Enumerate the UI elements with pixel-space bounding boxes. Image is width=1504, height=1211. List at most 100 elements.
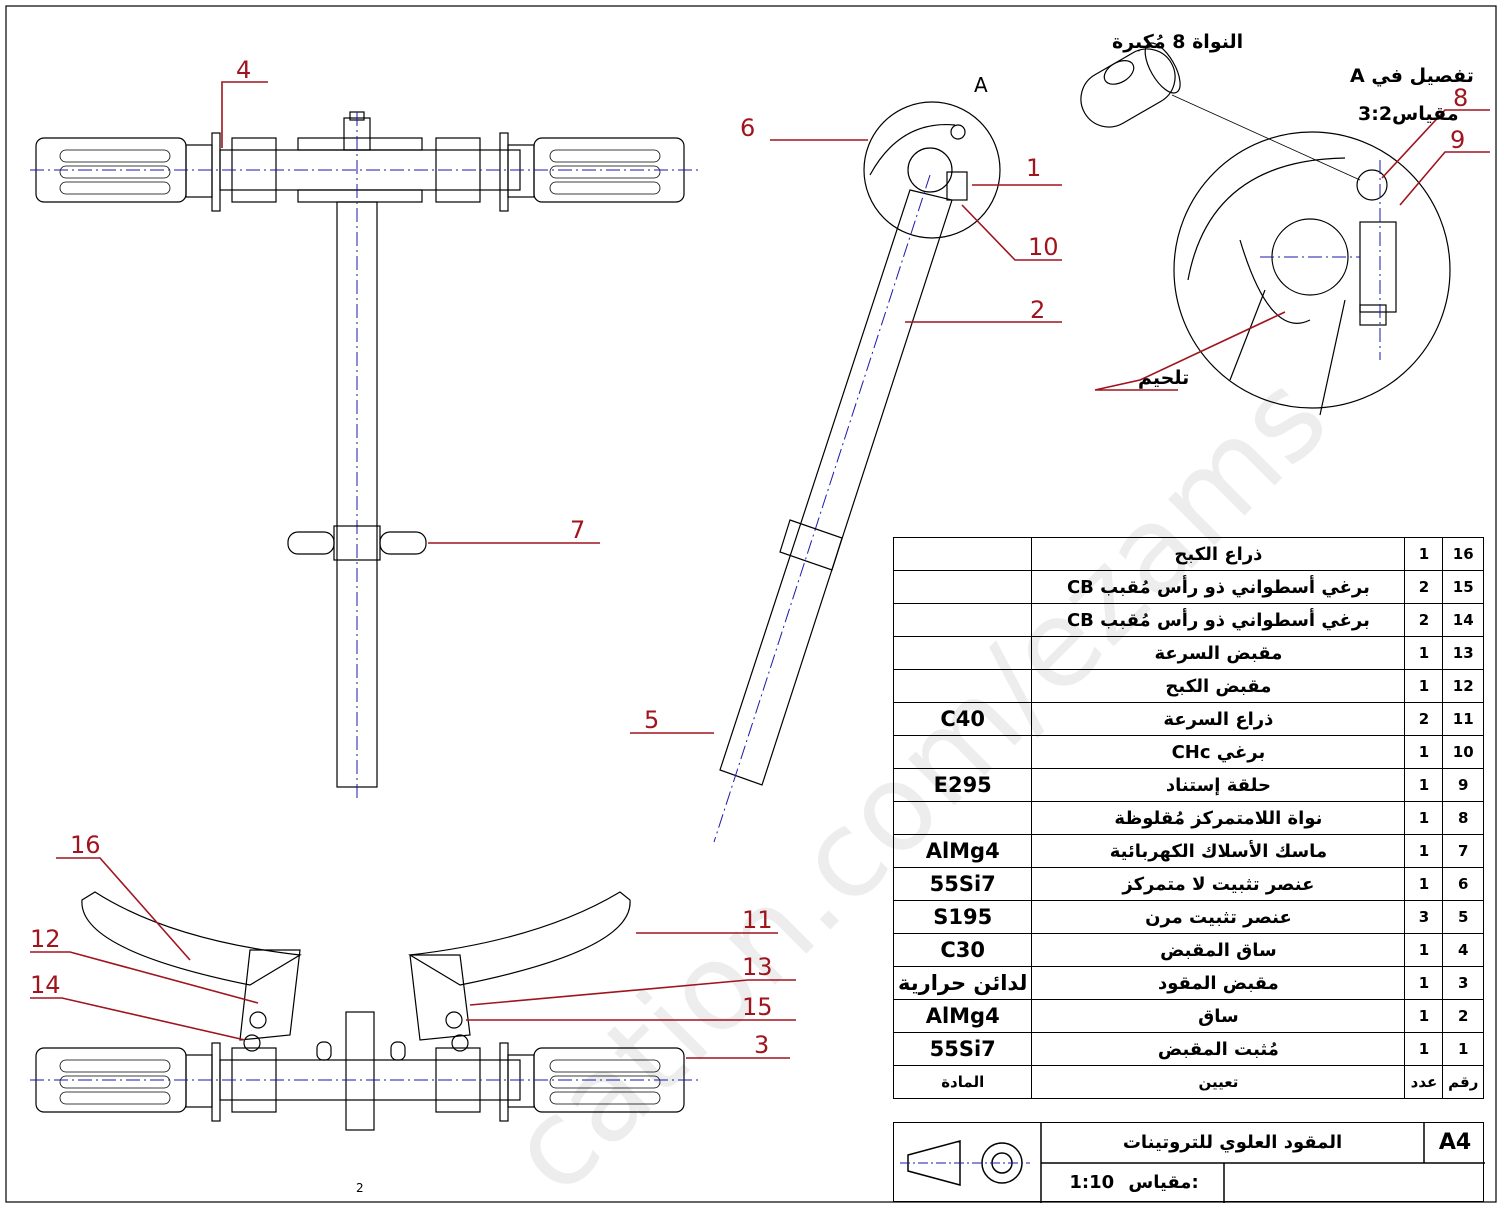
bom-number: 7 (1442, 834, 1484, 868)
scale-row: 1:10 مقياس: (1044, 1163, 1224, 1203)
bom-header-number: رقم (1442, 1065, 1484, 1099)
page-number: 2 (356, 1181, 364, 1195)
bom-designation: ذراع السرعة (1031, 702, 1406, 736)
bom-material: C30 (892, 933, 1033, 967)
part-label-8: 8 (1453, 84, 1468, 112)
bom-number: 6 (1442, 867, 1484, 901)
bom-material: 55Si7 (892, 867, 1033, 901)
bom-designation: عنصر تثبيت لا متمركز (1031, 867, 1406, 901)
bom-designation: برغي أسطواني ذو رأس مُقبب CB (1031, 603, 1406, 637)
scale-value: 1:10 (1069, 1172, 1115, 1193)
bom-quantity: 2 (1404, 570, 1444, 604)
bom-designation: نواة اللامتمركز مُقلوظة (1031, 801, 1406, 835)
part-label-6: 6 (740, 114, 755, 142)
bom-quantity: 1 (1404, 735, 1444, 769)
part-label-14: 14 (30, 971, 61, 999)
bom-number: 5 (1442, 900, 1484, 934)
bom-number: 10 (1442, 735, 1484, 769)
bom-number: 2 (1442, 999, 1484, 1033)
bom-material: C40 (892, 702, 1033, 736)
bom-quantity: 1 (1404, 636, 1444, 670)
bom-material (892, 603, 1033, 637)
bom-material: 55Si7 (892, 1032, 1033, 1066)
bom-material: لدائن حرارية (892, 966, 1033, 1000)
part-label-16: 16 (70, 831, 101, 859)
bom-designation: مقبض الكبح (1031, 669, 1406, 703)
bom-material (892, 570, 1033, 604)
projection-symbol-icon (900, 1140, 1030, 1186)
bom-material: AlMg4 (892, 999, 1033, 1033)
scale-label: مقياس: (1128, 1172, 1199, 1193)
bom-material (892, 801, 1033, 835)
part-label-4: 4 (236, 56, 251, 84)
handlebar-top-view (30, 111, 700, 800)
bom-designation: برغي CHc (1031, 735, 1406, 769)
bom-designation: عنصر تثبيت مرن (1031, 900, 1406, 934)
bom-quantity: 1 (1404, 933, 1444, 967)
bom-number: 4 (1442, 933, 1484, 967)
bom-material: S195 (892, 900, 1033, 934)
title-block: A4 المقود العلوي للتروتينات 1:10 مقياس: (893, 1122, 1485, 1203)
detail-a-scale: مقياس3:2 (1358, 103, 1459, 125)
detail-a-view (1080, 42, 1451, 416)
part-label-2: 2 (1030, 296, 1045, 324)
bom-material: E295 (892, 768, 1033, 802)
bom-number: 11 (1442, 702, 1484, 736)
bom-number: 16 (1442, 537, 1484, 571)
handlebar-bottom-view (30, 891, 700, 1131)
bom-quantity: 1 (1404, 801, 1444, 835)
bom-number: 14 (1442, 603, 1484, 637)
title-block-frame (900, 1123, 1485, 1203)
sheet-frame (5, 5, 1497, 1203)
bom-quantity: 1 (1404, 966, 1444, 1000)
bom-designation: ذراع الكبح (1031, 537, 1406, 571)
bom-material (892, 669, 1033, 703)
detail-a-letter: A (974, 73, 988, 97)
part-label-1: 1 (1026, 154, 1041, 182)
enlarged-core-label: النواة 8 مُكبرة (1112, 31, 1243, 53)
part-label-11: 11 (742, 906, 773, 934)
bom-designation: مُثبت المقبض (1031, 1032, 1406, 1066)
bom-quantity: 2 (1404, 702, 1444, 736)
bom-material (892, 537, 1033, 571)
part-label-13: 13 (742, 953, 773, 981)
leader-lines (30, 81, 1490, 1059)
sheet-format: A4 (1438, 1130, 1472, 1155)
part-label-12: 12 (30, 925, 61, 953)
bom-designation: حلقة إستناد (1031, 768, 1406, 802)
part-label-5: 5 (644, 706, 659, 734)
bom-designation: مقبض السرعة (1031, 636, 1406, 670)
part-label-9: 9 (1450, 126, 1465, 154)
bom-designation: ساق (1031, 999, 1406, 1033)
bom-number: 8 (1442, 801, 1484, 835)
bom-quantity: 1 (1404, 999, 1444, 1033)
bom-header-designation: تعيين (1031, 1065, 1406, 1099)
bom-number: 9 (1442, 768, 1484, 802)
bom-material (892, 636, 1033, 670)
welding-label: تلحيم (1138, 367, 1189, 389)
bom-designation: مقبض المقود (1031, 966, 1406, 1000)
bom-number: 1 (1442, 1032, 1484, 1066)
bom-quantity: 1 (1404, 1032, 1444, 1066)
bom-material: AlMg4 (892, 834, 1033, 868)
bom-material (892, 735, 1033, 769)
part-label-10: 10 (1028, 233, 1059, 261)
bom-quantity: 1 (1404, 537, 1444, 571)
detail-a-title: تفصيل في A (1350, 65, 1474, 87)
bom-quantity: 1 (1404, 834, 1444, 868)
